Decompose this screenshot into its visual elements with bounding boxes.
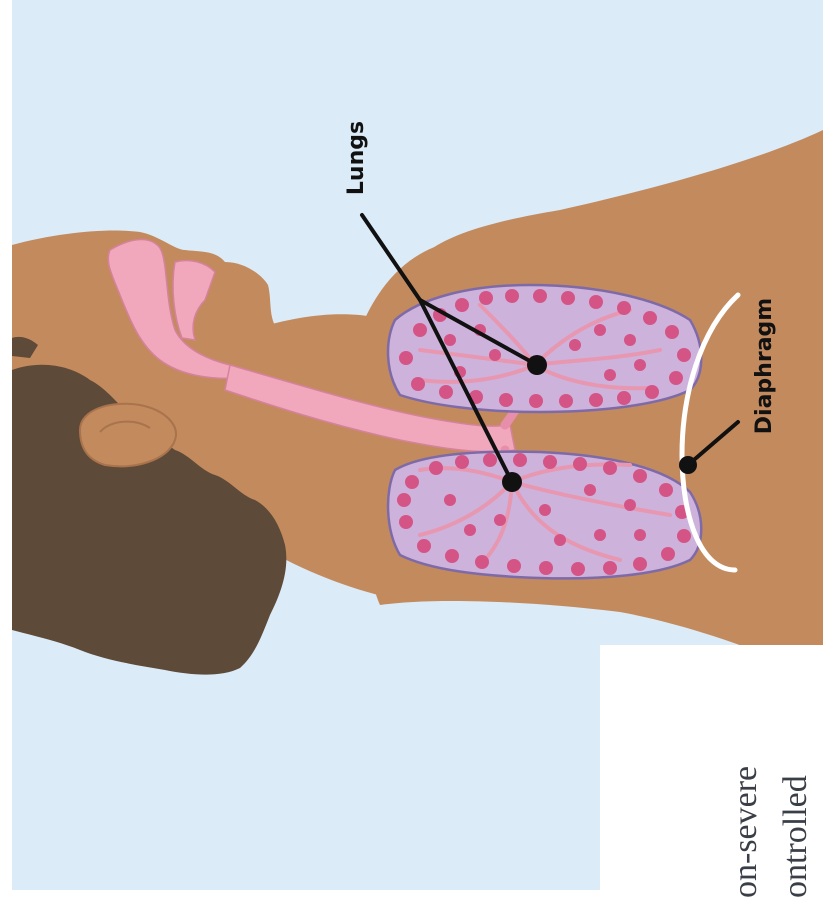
- document-fragment: on-severe ontrolled: [600, 645, 823, 901]
- lungs-label: Lungs: [344, 121, 369, 195]
- document-line-1: on-severe: [727, 766, 764, 898]
- diaphragm-label: Diaphragm: [752, 298, 777, 434]
- lungs-pointer-dot-upper: [527, 355, 547, 375]
- lungs-pointer-dot-lower: [502, 472, 522, 492]
- ear: [80, 404, 176, 467]
- diaphragm-pointer-dot: [679, 456, 697, 474]
- left-white-margin: [0, 0, 12, 901]
- document-line-2: ontrolled: [777, 775, 814, 898]
- lung-upper: [388, 285, 701, 412]
- lung-lower: [388, 452, 701, 579]
